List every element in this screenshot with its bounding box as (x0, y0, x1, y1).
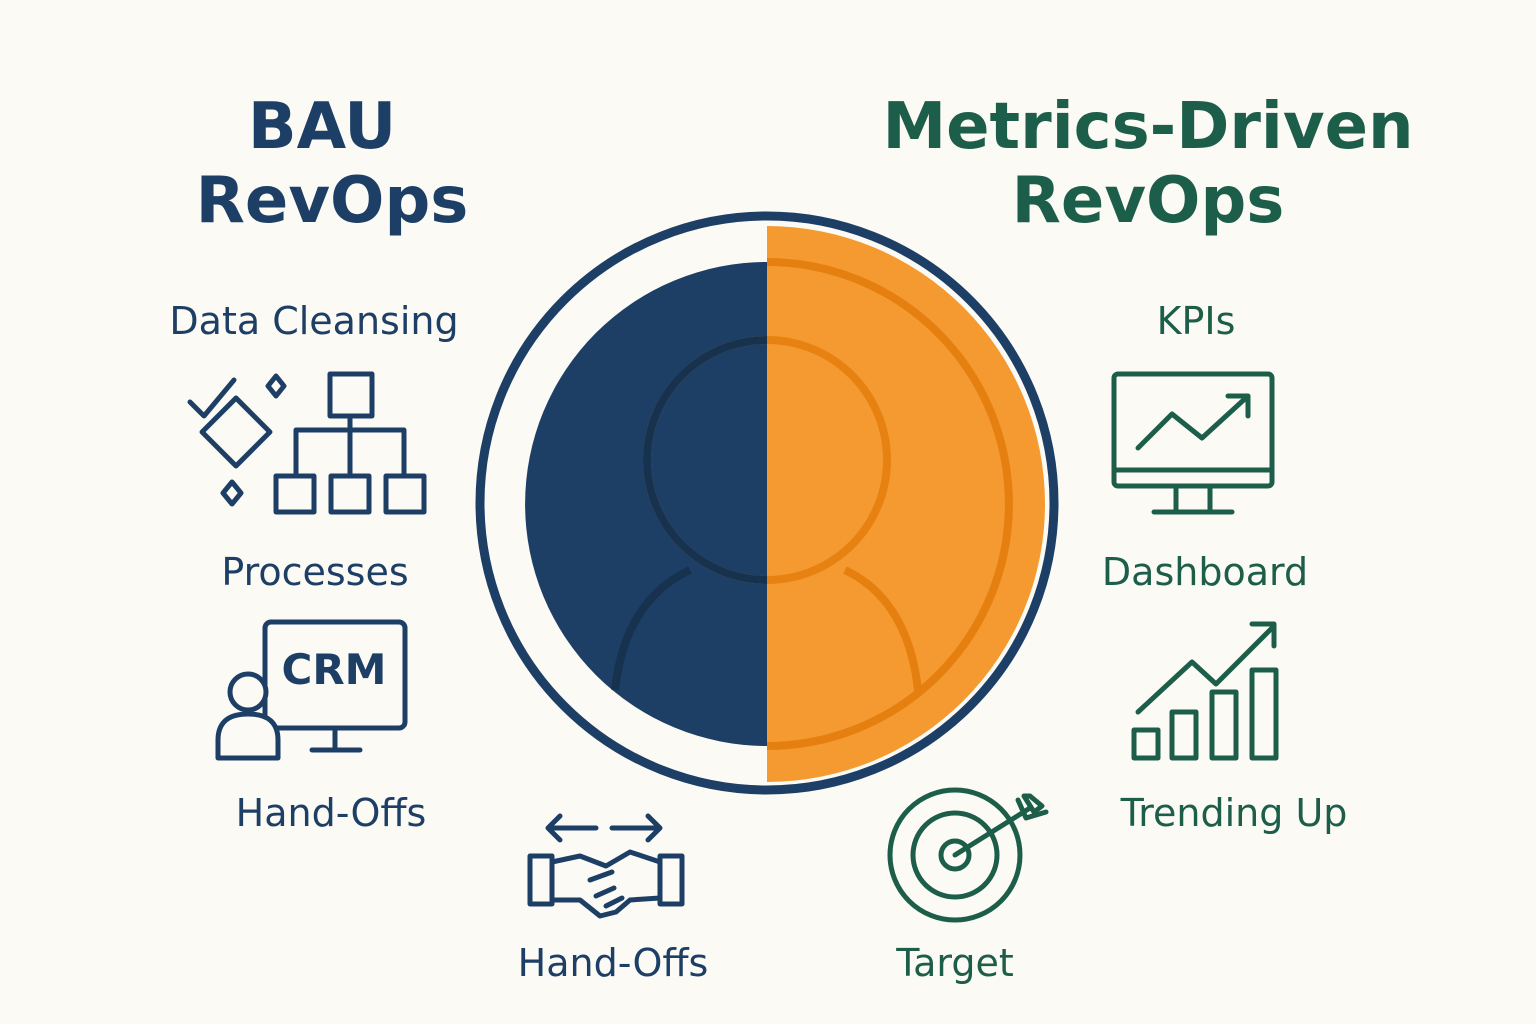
label-dashboard: Dashboard (1102, 550, 1308, 594)
crm-monitor-icon: CRM (215, 619, 408, 761)
right-title-line1: Metrics-Driven (882, 90, 1413, 164)
trending-up-chart-icon (1131, 621, 1279, 761)
label-data-cleansing: Data Cleansing (169, 299, 458, 343)
handshake-icon (527, 813, 685, 919)
crm-text: CRM (282, 645, 387, 694)
label-target: Target (895, 941, 1014, 985)
left-title-line1: BAU (248, 90, 396, 164)
label-hand-offs-left: Hand-Offs (236, 791, 427, 835)
label-processes: Processes (221, 550, 408, 594)
left-title-line2: RevOps (196, 164, 469, 238)
label-trending-up: Trending Up (1120, 791, 1348, 835)
label-hand-offs-bottom: Hand-Offs (518, 941, 709, 985)
target-icon (887, 787, 1049, 923)
label-kpis: KPIs (1157, 299, 1236, 343)
process-flowchart-icon (187, 371, 427, 515)
right-title-line2: RevOps (1012, 164, 1285, 238)
split-person-circle (475, 211, 1059, 795)
kpi-monitor-icon (1111, 371, 1275, 515)
